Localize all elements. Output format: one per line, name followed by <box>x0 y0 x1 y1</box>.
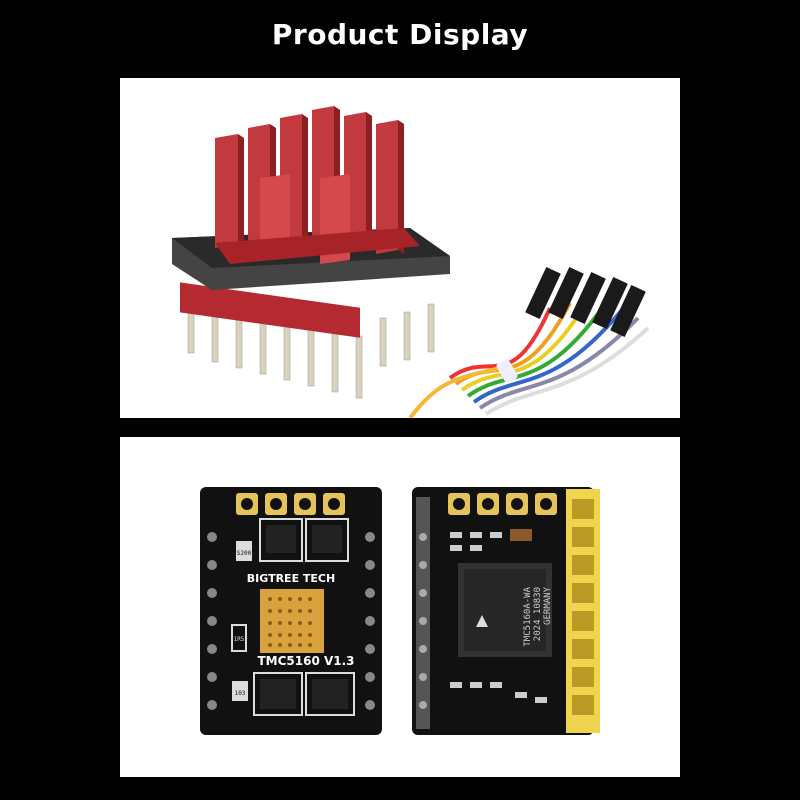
red-heatsink <box>215 106 420 264</box>
brand-label: BIGTREE TECH <box>247 572 335 585</box>
heatsink-module-illustration <box>172 106 650 418</box>
product-photo-board-views: S200 BIGTREE TECH 1R5 TMC5160 V1.3 103 <box>120 437 680 777</box>
resistor-r1-label: S200 <box>237 550 252 557</box>
product-photo-heatsink-module <box>120 78 680 418</box>
chip-line2: 2024 10830 <box>533 587 543 641</box>
resistor-r3-label: 103 <box>235 690 246 697</box>
board-front: S200 BIGTREE TECH 1R5 TMC5160 V1.3 103 <box>200 487 382 735</box>
red-pin-headers <box>180 282 360 338</box>
wire-connectors <box>525 266 646 338</box>
page-title: Product Display <box>271 18 529 51</box>
chip-line3: GERMANY <box>543 586 553 625</box>
chip-line1: TMC5160A-WA <box>523 586 533 646</box>
board-back: TMC5160A-WA 2024 10830 GERMANY <box>412 487 600 735</box>
jumper-wires <box>408 298 650 418</box>
resistor-r2-label: 1R5 <box>234 636 245 643</box>
board-views-illustration: S200 BIGTREE TECH 1R5 TMC5160 V1.3 103 <box>200 487 600 735</box>
resistor-r1 <box>236 541 252 561</box>
model-label: TMC5160 V1.3 <box>257 654 354 668</box>
